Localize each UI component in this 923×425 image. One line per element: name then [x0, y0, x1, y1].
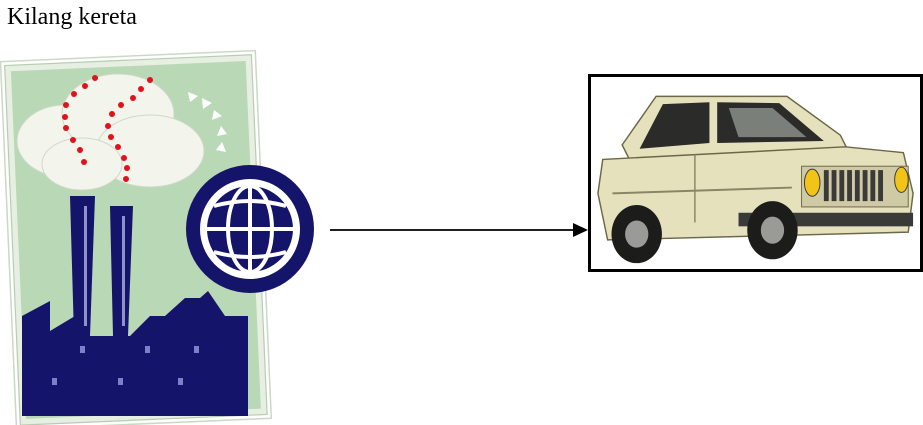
- car-icon: [597, 95, 914, 264]
- car-image-frame: [588, 74, 923, 272]
- factory-globe-icon: [0, 49, 314, 425]
- diagram-title: Kilang kereta: [7, 4, 137, 30]
- connector-arrow: [330, 223, 588, 237]
